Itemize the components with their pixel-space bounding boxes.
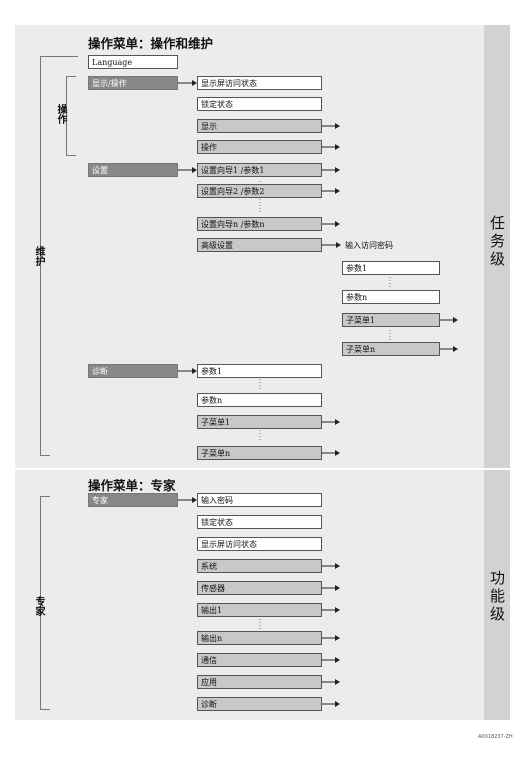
operation-submenu-item[interactable]: 操作 bbox=[197, 140, 322, 154]
expert-bracket bbox=[40, 496, 50, 710]
diagnostics-item[interactable]: 诊断 bbox=[88, 364, 178, 378]
expert-menu-title: 操作菜单：专家 bbox=[88, 478, 176, 493]
locking-status-item[interactable]: 锁定状态 bbox=[197, 97, 322, 111]
submenu-arrow-head bbox=[335, 123, 340, 129]
submenu-arrow-head bbox=[335, 450, 340, 456]
diagnostics-submenu-n-item[interactable]: 子菜单n bbox=[197, 446, 322, 460]
advanced-submenu-1-item[interactable]: 子菜单1 bbox=[342, 313, 440, 327]
expert-communication-item[interactable]: 通信 bbox=[197, 653, 322, 667]
expert-output-1-item[interactable]: 输出1 bbox=[197, 603, 322, 617]
submenu-arrow-head bbox=[335, 221, 340, 227]
operation-menu-title: 操作菜单：操作和维护 bbox=[88, 36, 214, 51]
function-level-bar bbox=[484, 470, 510, 720]
display-submenu-item[interactable]: 显示 bbox=[197, 119, 322, 133]
operation-bracket bbox=[66, 76, 76, 156]
advanced-submenu-n-item[interactable]: 子菜单n bbox=[342, 342, 440, 356]
operation-group-label: 操作 bbox=[55, 104, 66, 124]
submenu-arrow-head bbox=[335, 419, 340, 425]
figure-id: A0018237-ZH bbox=[478, 734, 513, 740]
expert-diagnostics-item[interactable]: 诊断 bbox=[197, 697, 322, 711]
function-level-label: 功能级 bbox=[488, 570, 506, 624]
maintenance-bracket bbox=[40, 56, 50, 456]
submenu-arrow-head bbox=[335, 167, 340, 173]
diagnostics-submenu-1-item[interactable]: 子菜单1 bbox=[197, 415, 322, 429]
display-access-status-item[interactable]: 显示屏访问状态 bbox=[197, 76, 322, 90]
submenu-arrow-head bbox=[335, 188, 340, 194]
setup-wizard-1-item[interactable]: 设置向导1 /参数1 bbox=[197, 163, 322, 177]
advanced-parameter-n-item[interactable]: 参数n bbox=[342, 290, 440, 304]
expert-application-item[interactable]: 应用 bbox=[197, 675, 322, 689]
submenu-arrow-head bbox=[335, 585, 340, 591]
language-item[interactable]: Language bbox=[88, 55, 178, 69]
advanced-parameter-1-item[interactable]: 参数1 bbox=[342, 261, 440, 275]
diagnostics-parameter-n-item[interactable]: 参数n bbox=[197, 393, 322, 407]
maintenance-bracket-tick bbox=[50, 56, 78, 57]
expert-enter-code-item[interactable]: 输入密码 bbox=[197, 493, 322, 507]
submenu-arrow-head bbox=[335, 657, 340, 663]
display-operation-item[interactable]: 显示/操作 bbox=[88, 76, 178, 90]
expert-output-n-item[interactable]: 输出n bbox=[197, 631, 322, 645]
expert-locking-status-item[interactable]: 锁定状态 bbox=[197, 515, 322, 529]
submenu-arrow-head bbox=[335, 563, 340, 569]
expert-display-access-item[interactable]: 显示屏访问状态 bbox=[197, 537, 322, 551]
submenu-arrow-head bbox=[335, 607, 340, 613]
expert-group-label: 专家 bbox=[33, 596, 44, 616]
advanced-setup-item[interactable]: 高级设置 bbox=[197, 238, 322, 252]
submenu-arrow-head bbox=[335, 635, 340, 641]
submenu-arrow-head bbox=[453, 317, 458, 323]
submenu-arrow-head bbox=[453, 346, 458, 352]
expert-item[interactable]: 专家 bbox=[88, 493, 178, 507]
setup-wizard-2-item[interactable]: 设置向导2 /参数2 bbox=[197, 184, 322, 198]
setup-wizard-n-item[interactable]: 设置向导n /参数n bbox=[197, 217, 322, 231]
maintenance-group-label: 维护 bbox=[33, 246, 44, 266]
submenu-arrow-head bbox=[335, 701, 340, 707]
task-level-label: 任务级 bbox=[488, 215, 506, 269]
expert-system-item[interactable]: 系统 bbox=[197, 559, 322, 573]
submenu-arrow-head bbox=[335, 679, 340, 685]
setup-item[interactable]: 设置 bbox=[88, 163, 178, 177]
diagnostics-parameter-1-item[interactable]: 参数1 bbox=[197, 364, 322, 378]
enter-access-code-label: 输入访问密码 bbox=[345, 241, 393, 250]
expert-sensor-item[interactable]: 传感器 bbox=[197, 581, 322, 595]
task-level-bar bbox=[484, 25, 510, 468]
submenu-arrow-head bbox=[335, 144, 340, 150]
